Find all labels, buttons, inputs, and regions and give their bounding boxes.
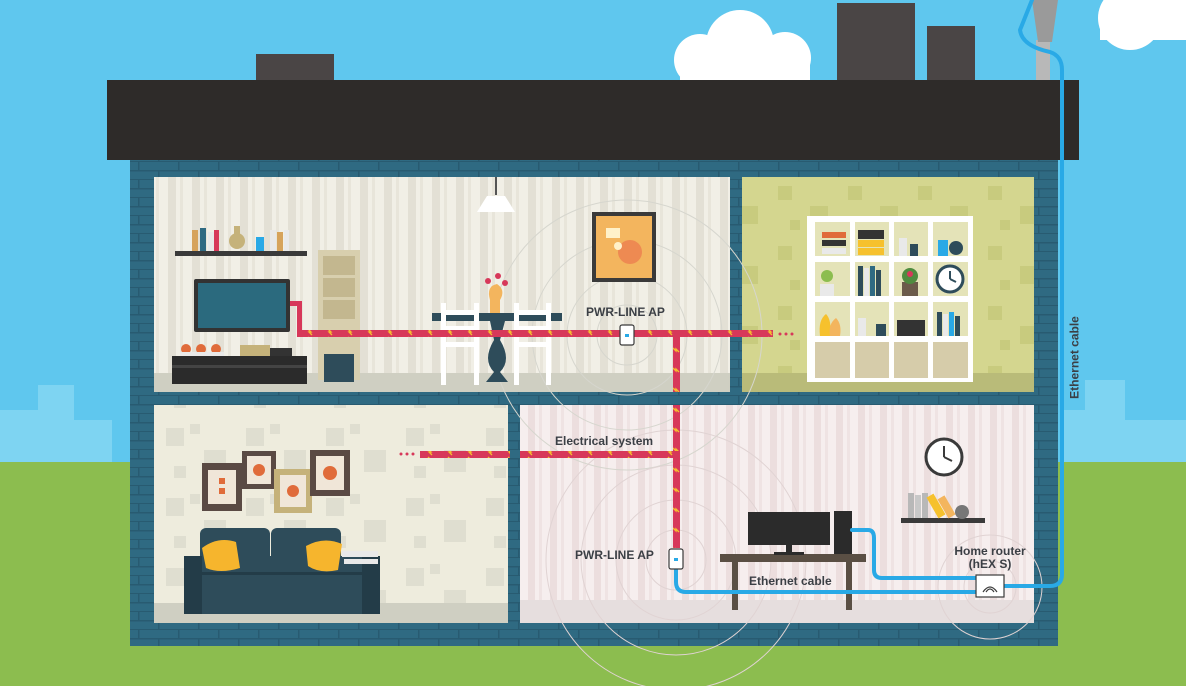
label-pwr-line-ap-top: PWR-LINE AP xyxy=(586,305,665,319)
home-router-device xyxy=(975,574,1005,598)
chimney-center xyxy=(837,3,915,83)
label-home-router-name: Home router xyxy=(954,544,1026,558)
desk xyxy=(720,554,866,610)
label-ethernet-cable-desk: Ethernet cable xyxy=(749,574,832,588)
wall-picture xyxy=(592,212,656,282)
sofa xyxy=(184,528,380,614)
ceiling-lamp xyxy=(477,177,515,212)
roof xyxy=(107,80,1079,160)
bookshelf xyxy=(807,216,973,382)
pwr-line-ap-top-device xyxy=(619,324,635,346)
wall-shelf xyxy=(175,226,307,256)
television xyxy=(194,279,290,332)
label-pwr-line-ap-bottom: PWR-LINE AP xyxy=(575,548,654,562)
wall-frames xyxy=(202,450,350,513)
label-electrical-system: Electrical system xyxy=(555,434,654,448)
city-skyline xyxy=(0,380,1186,470)
dresser xyxy=(318,250,360,382)
office-shelf xyxy=(901,493,985,523)
tv-stand xyxy=(172,344,307,384)
chimney-left xyxy=(256,54,334,84)
pwr-line-ap-bottom-device xyxy=(668,548,684,570)
computer xyxy=(748,511,852,555)
electrical-system xyxy=(290,301,794,548)
chimney-right xyxy=(927,26,975,83)
cloud-right xyxy=(1098,0,1186,50)
dining-table xyxy=(432,273,562,385)
label-home-router-model: (hEX S) xyxy=(968,557,1012,571)
wall-clock xyxy=(924,437,964,477)
ethernet-cable xyxy=(674,0,1064,594)
label-ethernet-cable-vertical: Ethernet cable xyxy=(1067,316,1082,399)
label-home-router: Home router (hEX S) xyxy=(944,545,1036,571)
